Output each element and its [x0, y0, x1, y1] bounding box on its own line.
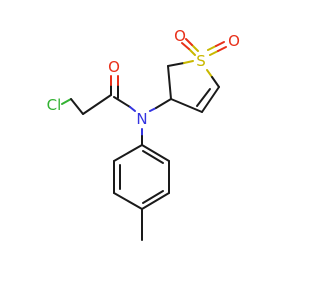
bond-so-left-1b: [181, 42, 190, 50]
bond-ar-inner-b: [142, 190, 164, 204]
atom-label-nitrogen: N: [136, 110, 147, 128]
bond-ring-c2-s: [167, 62, 185, 67]
bond-n-ring: [155, 98, 172, 109]
atom-label-sulfonyl-oxygen-left: O: [174, 27, 186, 45]
bond-so-right-2b: [215, 41, 225, 47]
bond-ring-c3-c2: [167, 65, 172, 100]
bond-carbonyl-n: [113, 96, 131, 108]
bond-so-left-1a: [188, 48, 196, 56]
bond-ar-6-1: [141, 144, 170, 162]
bond-ring-s-c5-yellow: [206, 69, 213, 78]
structure-canvas: Cl O N S O O: [47, 27, 240, 241]
bond-ring-c5-c4-inner: [196, 88, 211, 107]
atom-label-sulfonyl-oxygen-right: O: [228, 32, 240, 50]
bond-ring-c2-s-yellow: [183, 60, 194, 64]
bond-so-right-2a: [207, 45, 217, 51]
atom-label-sulfur: S: [196, 52, 206, 70]
bond-cl-ch2-cl-part: [61, 98, 72, 105]
bond-so-left-2a: [191, 44, 199, 52]
bond-n-ring-blue: [149, 107, 157, 112]
atom-label-carbonyl-oxygen: O: [108, 58, 120, 76]
atom-label-chlorine: Cl: [47, 96, 62, 114]
bond-cl-ch2: [70, 98, 84, 115]
bond-ring-s-c5: [211, 76, 220, 88]
bond-ar-1-2: [113, 144, 143, 162]
bond-ring-c5-c4: [201, 86, 220, 113]
bond-ring-c4-c3: [170, 98, 203, 113]
bond-ar-4-5: [141, 192, 170, 210]
bond-so-right-1b: [217, 46, 227, 52]
bond-ar-3-4: [113, 192, 143, 210]
bond-ar-inner-c: [142, 150, 164, 164]
bond-so-right-1a: [209, 50, 219, 56]
bond-ch2-carbonyl: [82, 94, 112, 115]
bond-carbonyl-n-blue: [129, 106, 136, 112]
bond-so-left-2b: [185, 38, 193, 46]
molecule-diagram: Cl O N S O O: [47, 27, 240, 241]
